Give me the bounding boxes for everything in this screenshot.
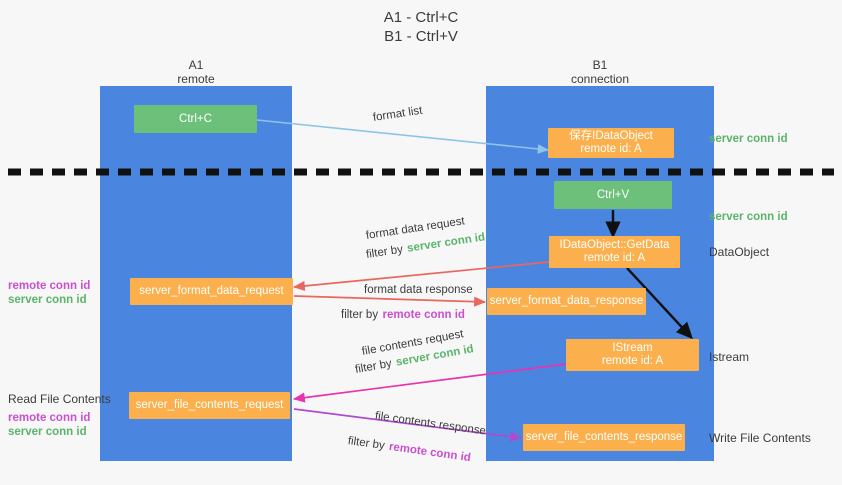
box-save-idataobject-line1: 保存IDataObject: [569, 130, 653, 142]
box-server-file-contents-request[interactable]: server_file_contents_request: [129, 392, 290, 419]
diagram-title: A1 - Ctrl+C B1 - Ctrl+V: [0, 8, 842, 46]
box-ctrl-c[interactable]: Ctrl+C: [134, 105, 257, 133]
annotation-file-remote-conn-id: remote conn id: [8, 412, 91, 424]
annotation-write-file-contents: Write File Contents: [709, 431, 811, 445]
filter-prefix: filter by: [341, 309, 379, 321]
edge-label-format-data-response-text: format data response: [364, 284, 473, 296]
box-ctrl-v[interactable]: Ctrl+V: [554, 181, 672, 209]
box-server-file-contents-response[interactable]: server_file_contents_response: [523, 424, 685, 451]
lane-header-b1-role: connection: [570, 72, 630, 86]
arrow-format-data-response: [293, 295, 487, 307]
arrow-file-contents-response: [293, 408, 523, 442]
box-getdata-line1: IDataObject::GetData: [559, 239, 670, 251]
box-server-file-contents-response-label: server_file_contents_response: [525, 431, 683, 443]
box-ctrl-c-label: Ctrl+C: [179, 112, 212, 125]
lane-header-a1: A1 remote: [100, 58, 292, 86]
box-server-format-data-response[interactable]: server_format_data_response: [487, 288, 646, 315]
edge-label-format-data-response-filter: filter by remote conn id: [341, 305, 465, 323]
annotation-file-conn-ids: remote conn id server conn id: [8, 411, 90, 439]
filter-prefix: filter by: [365, 243, 404, 261]
lane-header-b1: B1 connection: [486, 58, 714, 86]
annotation-server-conn-id-top: server conn id: [709, 133, 788, 145]
annotation-read-file-contents: Read File Contents: [8, 392, 111, 406]
annotation-dataobject: DataObject: [709, 245, 770, 259]
box-istream-line2: remote id: A: [601, 355, 664, 367]
box-getdata[interactable]: IDataObject::GetData remote id: A: [549, 236, 680, 268]
box-ctrl-v-label: Ctrl+V: [596, 188, 630, 201]
lane-header-a1-role: remote: [177, 72, 215, 86]
annotation-format-remote-conn-id: remote conn id: [8, 280, 91, 292]
filter-value-remote-conn-id: remote conn id: [382, 309, 465, 321]
box-server-format-data-request-label: server_format_data_request: [139, 285, 284, 297]
arrow-format-list: [256, 119, 549, 154]
annotation-format-conn-ids: remote conn id server conn id: [8, 279, 90, 307]
arrow-format-data-request: [292, 261, 550, 292]
filter-prefix: filter by: [347, 435, 386, 453]
arrow-getdata-istream: [626, 267, 693, 340]
annotation-istream: Istream: [709, 350, 750, 364]
lane-header-a1-name: A1: [188, 58, 204, 72]
box-save-idataobject-line2: remote id: A: [580, 143, 642, 155]
annotation-server-conn-id-mid: server conn id: [709, 211, 788, 223]
edge-label-format-data-response: format data response: [364, 283, 473, 297]
box-server-file-contents-request-label: server_file_contents_request: [135, 399, 284, 411]
box-server-format-data-request[interactable]: server_format_data_request: [130, 278, 293, 305]
box-istream[interactable]: IStream remote id: A: [566, 339, 699, 371]
arrow-file-contents-request: [292, 363, 567, 403]
title-line-1: A1 - Ctrl+C: [383, 9, 459, 26]
box-istream-line1: IStream: [612, 342, 653, 354]
box-save-idataobject[interactable]: 保存IDataObject remote id: A: [548, 128, 674, 158]
box-server-format-data-response-label: server_format_data_response: [489, 295, 644, 307]
annotation-format-server-conn-id: server conn id: [8, 294, 87, 306]
title-line-2: B1 - Ctrl+V: [384, 28, 458, 45]
lane-header-b1-name: B1: [592, 58, 608, 72]
box-getdata-line2: remote id: A: [583, 252, 646, 264]
annotation-file-server-conn-id: server conn id: [8, 426, 87, 438]
